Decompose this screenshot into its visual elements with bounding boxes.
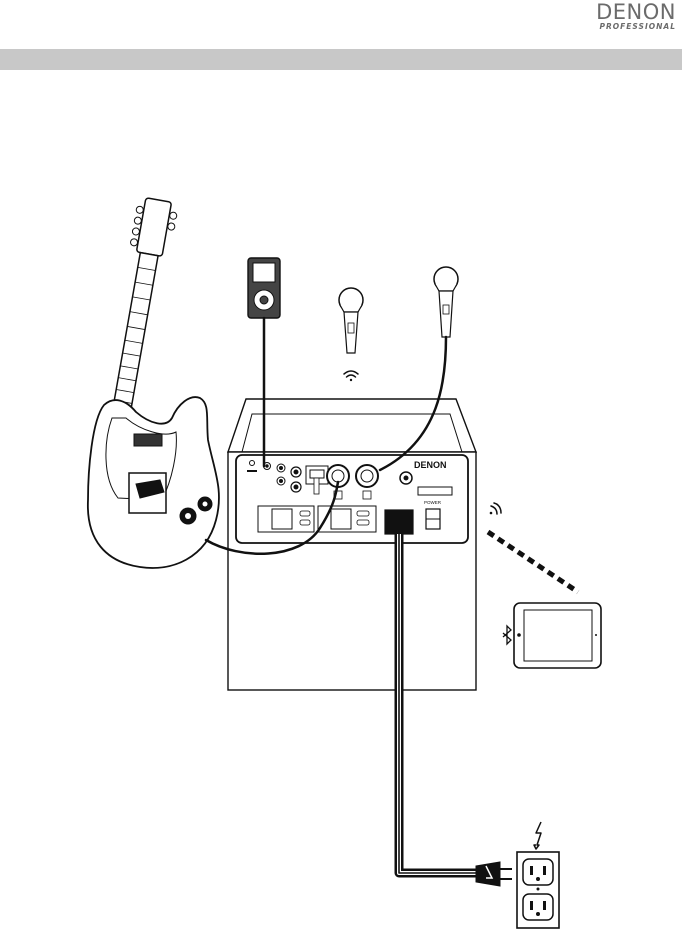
wireless-link-line bbox=[488, 532, 578, 592]
power-plug bbox=[476, 862, 512, 886]
wall-outlet bbox=[517, 852, 559, 928]
wired-microphone bbox=[434, 267, 458, 337]
bluetooth-icon bbox=[503, 626, 511, 644]
media-player bbox=[248, 258, 280, 318]
electric-guitar bbox=[88, 196, 219, 568]
wifi-signal-icon bbox=[344, 371, 358, 381]
wireless-microphone bbox=[339, 288, 363, 353]
tablet bbox=[514, 603, 601, 668]
power-switch-label: POWER bbox=[424, 500, 442, 505]
lightning-icon bbox=[534, 822, 541, 849]
power-inlet-plug bbox=[385, 510, 413, 534]
wifi-signal-icon bbox=[490, 503, 501, 514]
panel-logo: DENON bbox=[414, 460, 447, 470]
